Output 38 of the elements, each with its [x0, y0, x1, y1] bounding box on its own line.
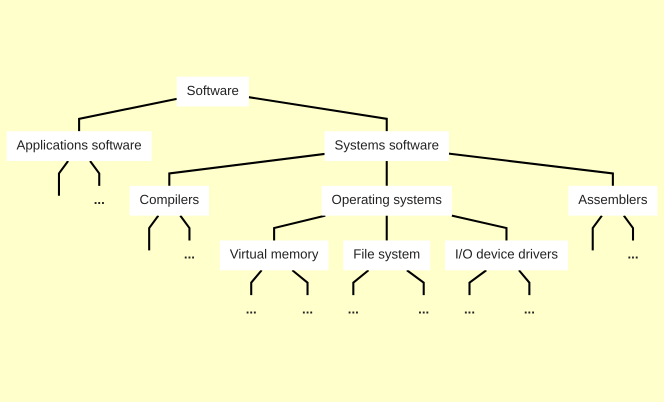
connector — [518, 270, 530, 296]
connector — [248, 96, 388, 132]
node-box: Systems software — [324, 131, 449, 162]
connector — [58, 160, 69, 196]
connector — [78, 98, 177, 132]
connector — [592, 215, 603, 251]
node-box: Software — [176, 76, 249, 107]
connector — [89, 160, 100, 186]
connector — [386, 161, 388, 186]
node-box: Operating systems — [322, 186, 452, 216]
connector — [386, 216, 388, 241]
node-text: ... — [627, 248, 639, 262]
connector — [468, 270, 487, 296]
node-text: ... — [524, 302, 535, 317]
node-text: ... — [348, 302, 359, 317]
connector — [148, 215, 160, 251]
node-text: ... — [464, 302, 476, 317]
node-box: Virtual memory — [220, 240, 328, 270]
connector — [273, 214, 326, 241]
node-text: ... — [246, 302, 257, 317]
connector — [448, 152, 614, 186]
connector — [452, 214, 508, 241]
connector — [168, 153, 325, 186]
connector — [406, 270, 425, 296]
connector — [623, 215, 634, 241]
node-text: ... — [184, 248, 195, 262]
node-text: ... — [94, 194, 105, 208]
node-box: Applications software — [6, 131, 152, 162]
node-box: Compilers — [130, 186, 210, 216]
node-box: Assemblers — [568, 186, 658, 216]
connector — [179, 215, 190, 241]
node-text: ... — [418, 302, 430, 317]
connector — [250, 270, 262, 296]
node-box: I/O device drivers — [445, 240, 568, 270]
node-box: File system — [343, 240, 430, 270]
connector — [292, 270, 309, 296]
connector — [352, 270, 370, 296]
node-text: ... — [302, 302, 314, 317]
